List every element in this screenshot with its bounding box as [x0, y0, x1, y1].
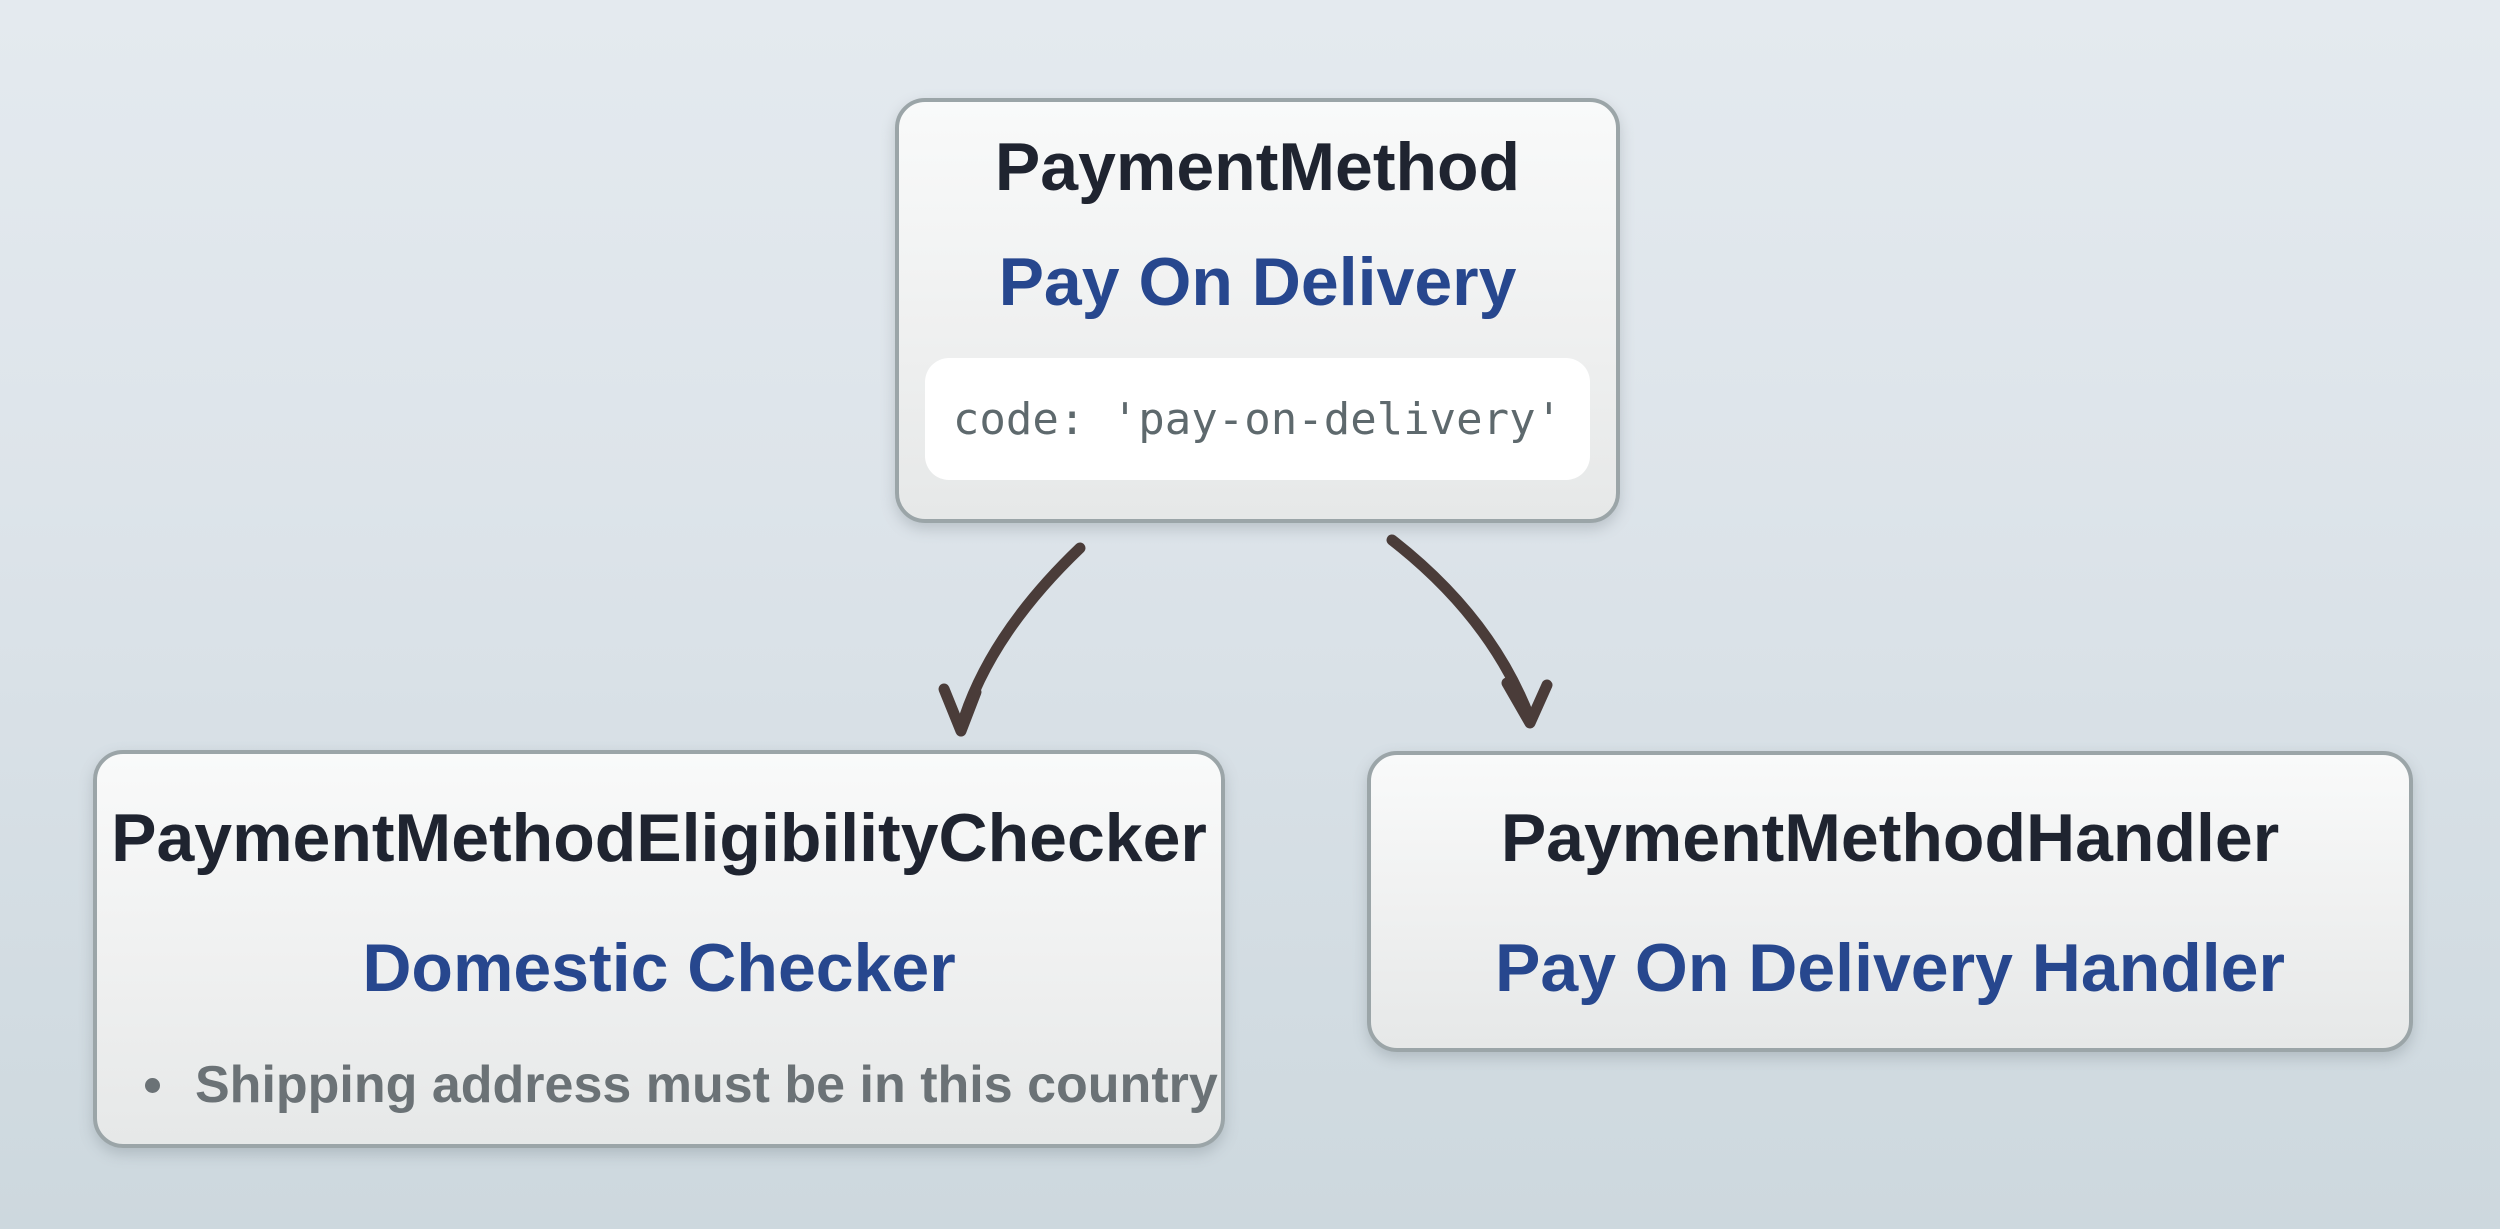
- eligibility-checker-bullet-item: Shipping address must be in this country: [97, 1052, 1221, 1118]
- eligibility-checker-title: PaymentMethodEligibilityChecker: [111, 800, 1207, 876]
- payment-method-title: PaymentMethod: [994, 129, 1521, 205]
- arrow-to-eligibility-checker: [955, 542, 1086, 734]
- bullet-dot: [145, 1077, 160, 1093]
- node-eligibility-checker: PaymentMethodEligibilityChecker Domestic…: [93, 750, 1225, 1148]
- node-payment-method: PaymentMethod Pay On Delivery code: 'pay…: [895, 98, 1620, 523]
- handler-title: PaymentMethodHandler: [1500, 800, 2280, 876]
- eligibility-checker-bullet-text: Shipping address must be in this country: [195, 1056, 1218, 1114]
- handler-subtitle: Pay On Delivery Handler: [1495, 930, 2285, 1006]
- payment-method-code-text: code: 'pay-on-delivery': [952, 393, 1563, 445]
- eligibility-checker-subtitle: Domestic Checker: [362, 930, 956, 1006]
- node-handler: PaymentMethodHandler Pay On Delivery Han…: [1367, 751, 2413, 1052]
- arrow-to-handler-head: [1501, 677, 1553, 729]
- arrow-to-eligibility-checker-head: [938, 683, 982, 737]
- payment-method-code-chip: code: 'pay-on-delivery': [925, 358, 1590, 480]
- arrow-to-handler: [1386, 534, 1536, 725]
- payment-method-subtitle: Pay On Delivery: [998, 244, 1517, 320]
